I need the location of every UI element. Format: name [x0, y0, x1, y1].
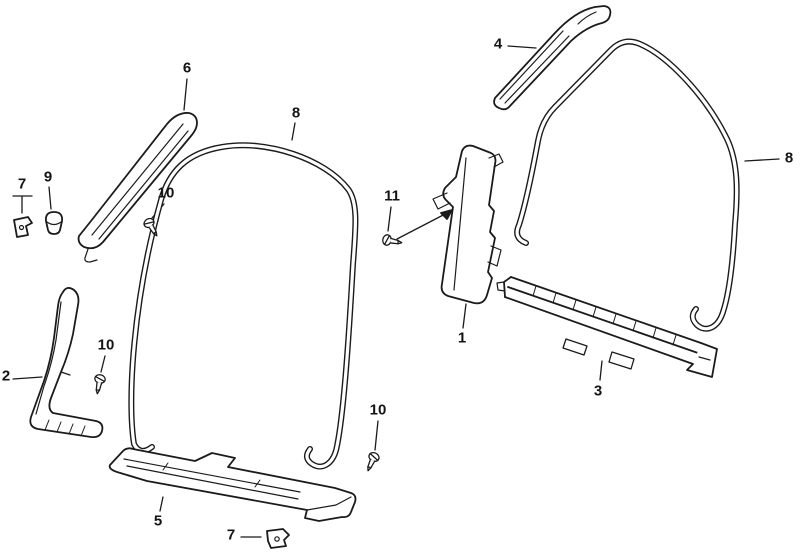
callout-7-lower: 7	[226, 526, 236, 544]
callout-8-left: 8	[291, 104, 301, 122]
part-3-side-sill-garnish-right	[496, 276, 718, 378]
callout-2: 2	[1, 367, 11, 385]
part-11-screw	[381, 233, 404, 249]
callout-7-upper: 7	[17, 175, 27, 193]
part-10-screw-c	[362, 450, 382, 474]
part-6-front-pillar-garnish	[77, 112, 198, 263]
part-7-clip-lower	[266, 528, 290, 549]
part-2-center-pillar-garnish-left	[29, 287, 104, 439]
callout-5: 5	[153, 512, 163, 530]
part-8-door-seal-right	[517, 42, 737, 329]
callout-6: 6	[182, 59, 192, 77]
callout-8-right: 8	[784, 149, 794, 167]
arrowhead	[440, 209, 453, 220]
callout-4: 4	[493, 35, 503, 53]
part-1-center-pillar-garnish-right	[432, 144, 504, 305]
callout-11: 11	[384, 187, 400, 205]
callout-9: 9	[43, 168, 53, 186]
callout-10-upper: 10	[157, 184, 175, 202]
callout-10-right: 10	[369, 401, 387, 419]
callout-1: 1	[457, 329, 467, 347]
part-10-screw-b	[91, 373, 107, 396]
part-9-grommet	[45, 211, 63, 235]
callout-3: 3	[593, 382, 603, 400]
part-5-side-sill-garnish-left	[108, 447, 357, 522]
callout-10-mid: 10	[97, 336, 115, 354]
part-7-clip-upper	[13, 216, 33, 238]
part-4-roof-rail-trim	[493, 5, 612, 111]
